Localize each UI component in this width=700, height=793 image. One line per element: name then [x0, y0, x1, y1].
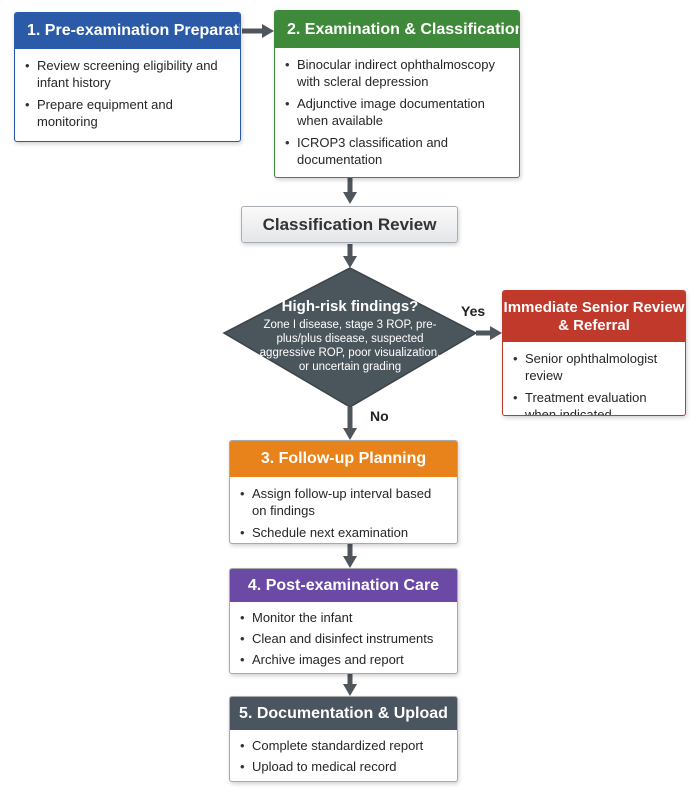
step5-list: Complete standardized report Upload to m…: [230, 730, 457, 781]
list-item: Upload to medical record: [240, 758, 447, 775]
yes-label: Yes: [461, 303, 486, 319]
step1-list: Review screening eligibility and infant …: [15, 49, 240, 141]
step3-header: 3. Follow-up Planning: [230, 441, 457, 477]
step5-header: 5. Documentation & Upload: [230, 697, 457, 730]
list-item: Archive images and report: [240, 651, 447, 668]
list-item: Prepare equipment and monitoring: [25, 96, 230, 130]
classification-review-box: Classification Review: [241, 206, 458, 243]
step1-title: 1. Pre-examination Preparation: [27, 22, 241, 39]
list-item: Adjunctive image documentation when avai…: [285, 95, 509, 129]
step2-header: 2. Examination & Classification: [275, 11, 519, 48]
step1-header: 1. Pre-examination Preparation: [15, 13, 240, 49]
step5-box: 5. Documentation & Upload Complete stand…: [229, 696, 458, 782]
step2-list: Binocular indirect ophthalmoscopy with s…: [275, 48, 519, 177]
step4-header: 4. Post-examination Care: [230, 569, 457, 602]
list-item: Binocular indirect ophthalmoscopy with s…: [285, 56, 509, 90]
list-item: Complete standardized report: [240, 737, 447, 754]
step3-box: 3. Follow-up Planning Assign follow-up i…: [229, 440, 458, 544]
senior-review-list: Senior ophthalmologist review Treatment …: [503, 342, 685, 415]
step4-list: Monitor the infant Clean and disinfect i…: [230, 602, 457, 673]
classification-review-title: Classification Review: [262, 214, 437, 234]
list-item: ICROP3 classification and documentation: [285, 134, 509, 168]
no-label: No: [370, 408, 389, 424]
senior-review-header: Immediate Senior Review & Referral: [503, 291, 685, 342]
step4-box: 4. Post-examination Care Monitor the inf…: [229, 568, 458, 674]
step3-title: 3. Follow-up Planning: [260, 450, 427, 467]
step4-title: 4. Post-examination Care: [247, 576, 440, 594]
list-item: Assign follow-up interval based on findi…: [240, 485, 447, 519]
step2-box: 2. Examination & Classification Binocula…: [274, 10, 520, 178]
senior-review-box: Immediate Senior Review & Referral Senio…: [502, 290, 686, 416]
step1-box: 1. Pre-examination Preparation Review sc…: [14, 12, 241, 142]
list-item: Senior ophthalmologist review: [513, 350, 675, 384]
list-item: Clean and disinfect instruments: [240, 630, 447, 647]
list-item: Treatment evaluation when indicated: [513, 389, 675, 415]
decision-title: High-risk findings?: [281, 298, 419, 315]
step5-title: 5. Documentation & Upload: [239, 704, 448, 722]
list-item: Schedule next examination: [240, 524, 447, 541]
decision-detail: Zone I disease, stage 3 ROP, pre-plus/pl…: [259, 319, 441, 373]
step2-title: 2. Examination & Classification: [287, 20, 520, 38]
list-item: Review screening eligibility and infant …: [25, 57, 230, 91]
senior-review-title-line2: & Referral: [558, 316, 630, 334]
list-item: Monitor the infant: [240, 609, 447, 626]
decision-text: High-risk findings? Zone I disease, stag…: [256, 297, 444, 374]
senior-review-title-line1: Immediate Senior Review: [503, 298, 685, 316]
step3-list: Assign follow-up interval based on findi…: [230, 477, 457, 543]
